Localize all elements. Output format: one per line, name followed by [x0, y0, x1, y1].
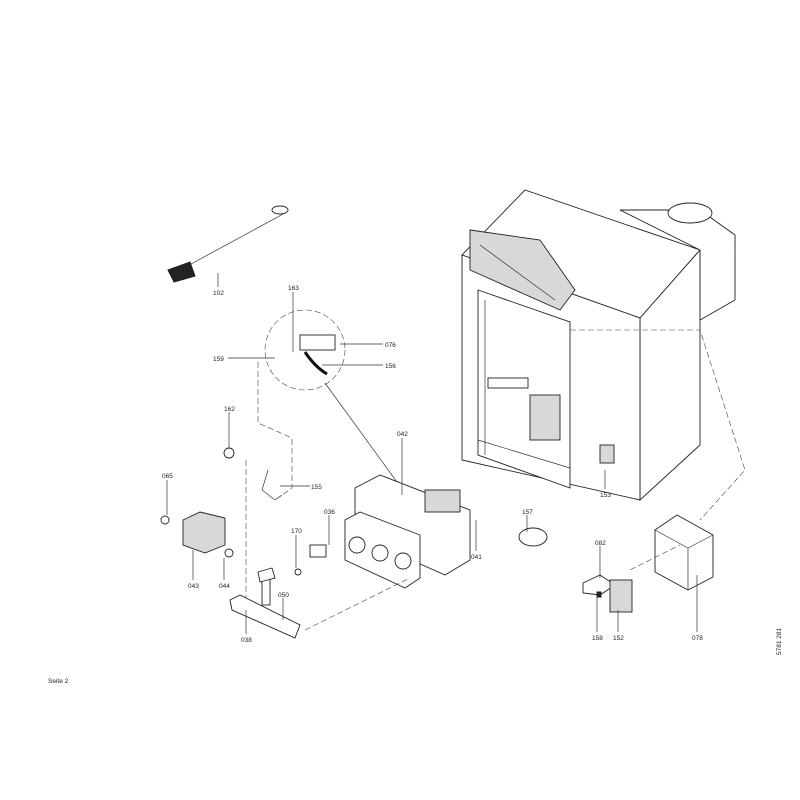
gas-manifold: [229, 567, 301, 639]
label-041: 041: [471, 554, 482, 561]
label-102: 102: [213, 290, 224, 297]
label-155: 155: [311, 484, 322, 491]
label-159: 159: [213, 356, 224, 363]
label-082: 082: [595, 540, 606, 547]
boiler-cabinet: [461, 189, 736, 502]
label-163: 163: [288, 285, 299, 292]
label-076: 076: [385, 342, 396, 349]
ignition-electrode: [299, 334, 336, 376]
label-158: 158: [592, 635, 603, 642]
label-065: 065: [162, 473, 173, 480]
label-050: 050: [278, 592, 289, 599]
label-042: 042: [397, 431, 408, 438]
control-cover-box: [654, 514, 714, 591]
label-162: 162: [224, 406, 235, 413]
cleaning-brush: [167, 205, 289, 283]
label-153: 153: [600, 492, 611, 499]
control-bracket: [582, 574, 633, 613]
label-038: 038: [241, 637, 252, 644]
label-036: 036: [324, 509, 335, 516]
label-078: 078: [692, 635, 703, 642]
page-label: Seite 2: [48, 678, 69, 685]
label-044: 044: [219, 583, 230, 590]
drawing-number: 5781 281: [776, 628, 783, 655]
sensor-cable: [518, 527, 548, 547]
label-170: 170: [291, 528, 302, 535]
leader-lines: [166, 273, 698, 634]
label-157: 157: [522, 509, 533, 516]
burner-assembly: [294, 474, 471, 589]
label-156: 156: [385, 363, 396, 370]
label-043: 043: [188, 583, 199, 590]
gas-valve: [160, 511, 234, 558]
label-152: 152: [613, 635, 624, 642]
